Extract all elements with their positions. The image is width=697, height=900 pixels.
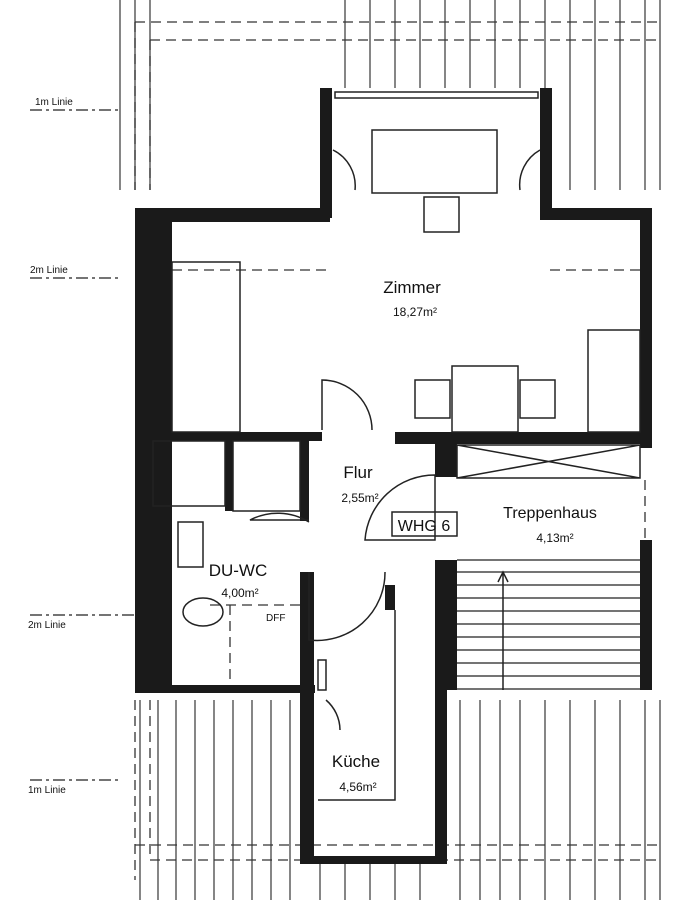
room-area-kueche: 4,56m² (339, 780, 376, 794)
room-area-flur: 2,55m² (341, 491, 378, 505)
room-name-du-wc: DU-WC (209, 561, 268, 580)
unit-label: WHG 6 (398, 518, 451, 535)
room-name-zimmer: Zimmer (383, 278, 441, 297)
room-area-zimmer: 18,27m² (393, 305, 437, 319)
line-markers (30, 109, 135, 781)
room-area-du-wc: 4,00m² (221, 586, 258, 600)
room-area-treppenhaus: 4,13m² (536, 531, 573, 545)
room-name-kueche: Küche (332, 752, 380, 771)
fixtures (152, 91, 641, 801)
window-label: DFF (266, 613, 285, 624)
line-label-2m-top: 2m Linie (30, 265, 68, 276)
unit-label-box (391, 511, 458, 537)
walls (135, 88, 652, 864)
line-label-1m-top: 1m Linie (35, 97, 73, 108)
stair-arrow-icon (497, 570, 509, 690)
room-name-flur: Flur (343, 463, 373, 482)
line-label-1m-bottom: 1m Linie (28, 785, 66, 796)
room-name-treppenhaus: Treppenhaus (503, 505, 597, 522)
dashed-boundaries (134, 21, 660, 880)
staircase (457, 559, 640, 690)
roof-slope-lines (119, 0, 661, 900)
line-label-2m-bottom: 2m Linie (28, 620, 66, 631)
